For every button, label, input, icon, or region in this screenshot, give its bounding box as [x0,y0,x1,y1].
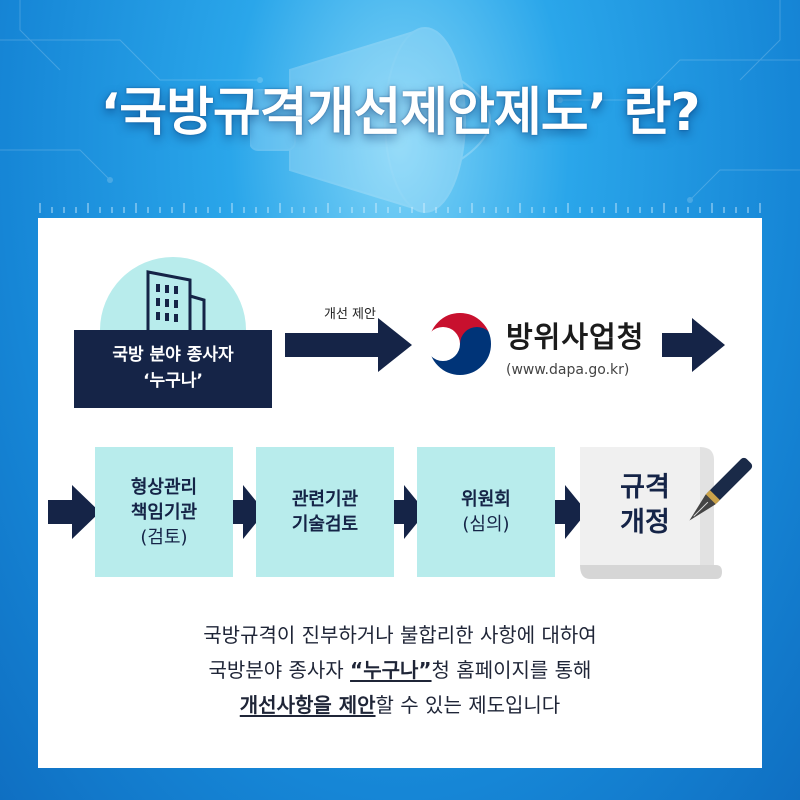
step-config-management: 형상관리 책임기관 (검토) [95,447,233,577]
proposer-box: 국방 분야 종사자 ‘누구나’ [74,330,272,408]
description-line3: 개선사항을 제안할 수 있는 제도입니다 [60,688,740,723]
step-line: 형상관리 [130,476,198,498]
description-line1: 국방규격이 진부하거나 불합리한 사항에 대하여 [203,623,597,647]
final-step-line: 규격 [620,472,670,503]
step-line: (검토) [140,526,188,548]
agency-url: (www.dapa.go.kr) [506,362,630,378]
step-line: 기술검토 [291,514,359,535]
description: 국방규격이 진부하거나 불합리한 사항에 대하여 국방분야 종사자 “누구나”청… [60,618,740,723]
arrow-right-icon [394,485,426,539]
description-text: 국방분야 종사자 [208,658,351,682]
final-step-line: 개정 [620,507,670,538]
proposer-line2: ‘누구나’ [143,371,203,391]
dapa-logo-icon [423,307,497,381]
scroll-document-icon [580,447,722,579]
step-line: 책임기관 [130,501,198,523]
arrow-label: 개선 제안 [324,307,376,322]
arrow-right-icon [555,485,587,539]
step-committee: 위원회 (심의) [417,447,555,577]
description-highlight: “누구나” [350,658,432,682]
fountain-pen-icon [689,457,753,521]
step-line: 위원회 [461,489,511,510]
step-line: 관련기관 [291,489,359,510]
description-text: 할 수 있는 제도입니다 [375,693,561,717]
agency-name: 방위사업청 [506,320,645,354]
description-text: 청 홈페이지를 통해 [431,658,592,682]
step-technical-review: 관련기관 기술검토 [256,447,394,577]
proposer-line1: 국방 분야 종사자 [112,345,234,365]
arrow-right-icon [233,485,265,539]
final-step-label: 규격 개정 [610,470,680,540]
arrow-right-icon [285,318,412,372]
description-highlight: 개선사항을 제안 [239,693,376,717]
arrow-right-icon [662,318,725,372]
arrow-right-icon [48,485,100,539]
page-title: ‘국방규격개선제안제도’ 란? [100,83,700,143]
ruler-decoration [39,203,761,213]
megaphone-icon [250,27,491,213]
step-line: (심의) [462,514,510,535]
description-line2: 국방분야 종사자 “누구나”청 홈페이지를 통해 [60,653,740,688]
